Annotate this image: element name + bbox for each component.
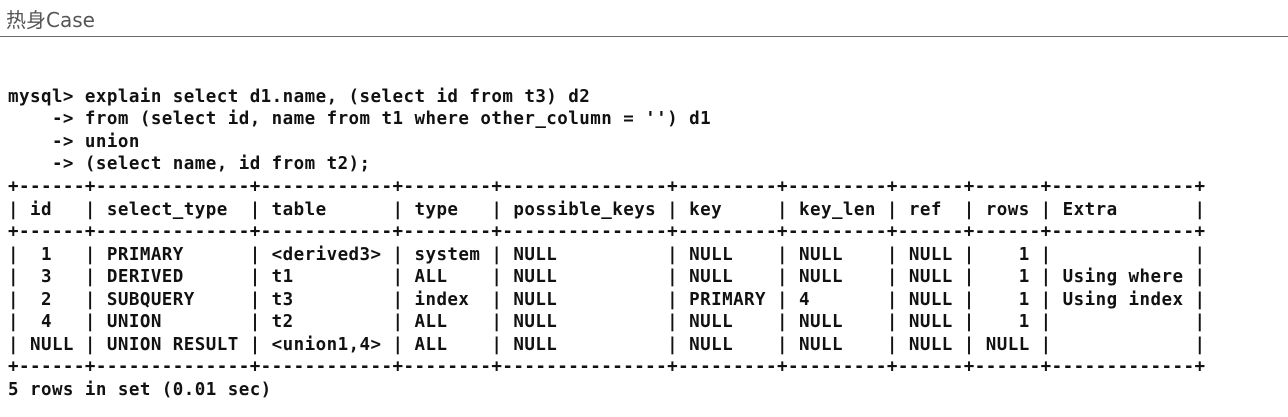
table-row: | 1 | PRIMARY | <derived3> | system | NU… (8, 245, 1206, 265)
table-border-bottom: +------+--------------+------------+----… (8, 357, 1206, 377)
table-header-row: | id | select_type | table | type | poss… (8, 200, 1206, 220)
query-line-1: mysql> explain select d1.name, (select i… (8, 87, 591, 107)
window-header: 热身Case (0, 0, 1288, 37)
table-border-top: +------+--------------+------------+----… (8, 177, 1206, 197)
table-row: | 2 | SUBQUERY | t3 | index | NULL | PRI… (8, 290, 1206, 310)
table-border-mid: +------+--------------+------------+----… (8, 222, 1206, 242)
query-line-4: -> (select name, id from t2); (8, 154, 371, 174)
table-row: | NULL | UNION RESULT | <union1,4> | ALL… (8, 335, 1206, 355)
table-row: | 3 | DERIVED | t1 | ALL | NULL | NULL |… (8, 267, 1206, 287)
result-summary: 5 rows in set (0.01 sec) (8, 380, 272, 400)
query-line-2: -> from (select id, name from t1 where o… (8, 109, 712, 129)
window-title: 热身Case (6, 8, 95, 32)
table-row: | 4 | UNION | t2 | ALL | NULL | NULL | N… (8, 312, 1206, 332)
query-line-3: -> union (8, 132, 140, 152)
